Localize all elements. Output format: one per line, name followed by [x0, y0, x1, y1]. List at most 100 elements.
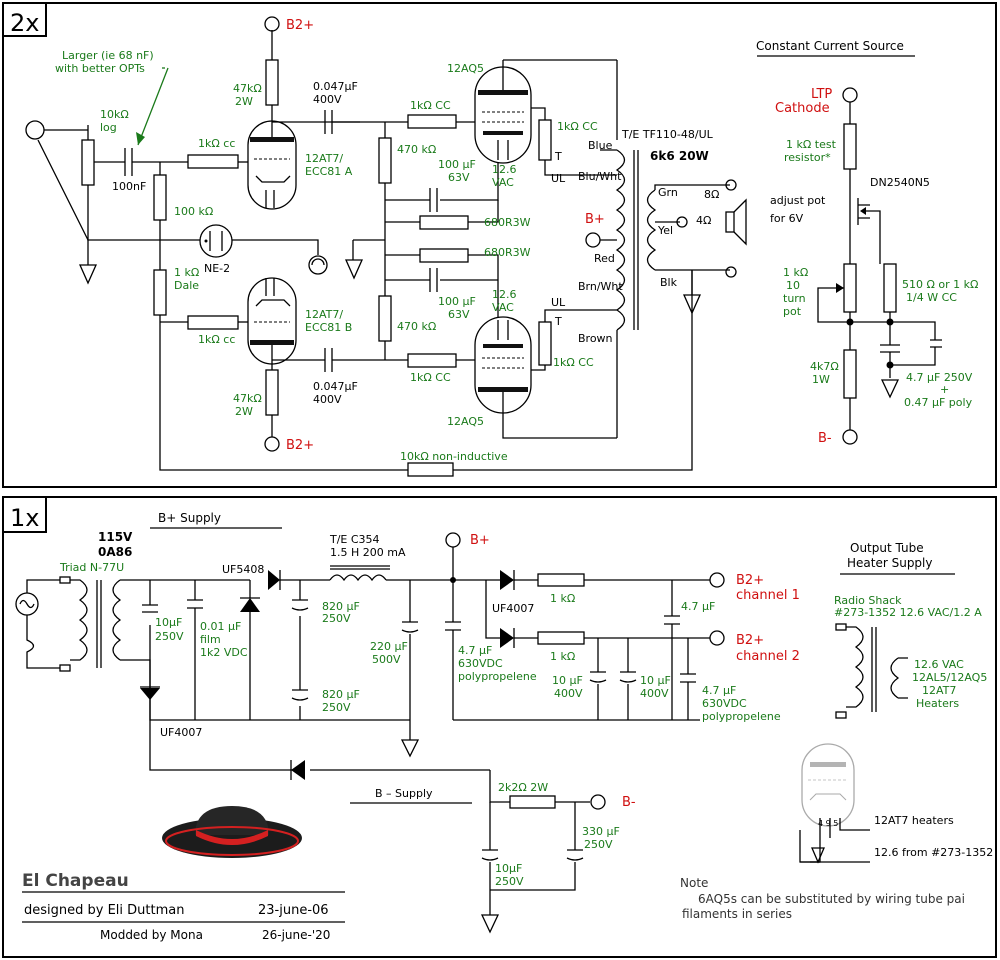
c820a-cap — [291, 599, 309, 611]
heater-tubes: 12AL5/12AQ5 — [912, 671, 987, 684]
tap-8-ohm: 8Ω — [704, 188, 719, 201]
r4k7-watt: 1W — [812, 373, 830, 386]
heater-title-2: Heater Supply — [847, 556, 933, 570]
ccs-cap-2: 0.47 µF poly — [904, 396, 973, 409]
c47a-cap — [445, 580, 461, 720]
c820b-value: 820 µF — [322, 688, 360, 701]
out-tube-top-vac1: 12.6 — [492, 163, 517, 176]
output-transformer-icon — [615, 60, 657, 438]
wire-yel: Yel — [657, 224, 673, 237]
c47b-label: 4.7 µF — [681, 600, 715, 613]
wire-brown: Brown — [578, 332, 613, 345]
c10-value: 10µF — [155, 616, 182, 629]
r4k7-value: 4k7Ω — [810, 360, 839, 373]
resistor-dale-value: 1 kΩ — [174, 266, 199, 279]
opt-note-line2: with better OPTs — [55, 62, 145, 75]
psu-bminus-terminal — [590, 794, 606, 810]
b2-top-label: B2+ — [286, 18, 314, 33]
r1k-ch2-label: 1 kΩ — [550, 650, 575, 663]
tube-12at7-b — [247, 277, 297, 365]
ground-icon — [344, 259, 364, 280]
tube-a-type2: ECC81 A — [305, 165, 353, 178]
mosfet-icon — [843, 195, 883, 264]
resistor-dale — [153, 269, 167, 316]
grid-resistor-a — [187, 154, 239, 169]
ccs-pot-3: turn — [783, 292, 806, 305]
ltp-terminal — [842, 87, 858, 103]
plate-resistor-b-watt: 2W — [235, 405, 253, 418]
r2k2-label: 2k2Ω 2W — [498, 781, 548, 794]
tag-2x: 2x — [3, 2, 47, 37]
note-title: Note — [680, 876, 708, 890]
wire-blue: Blue — [588, 139, 613, 152]
resistor-100k — [153, 174, 167, 221]
neon-lamp-icon — [199, 224, 233, 258]
ac-source-icon — [15, 579, 60, 669]
plate-resistor-b-value: 47kΩ — [233, 392, 262, 405]
plate-resistor-a-value: 47kΩ — [233, 82, 262, 95]
ccs-cap — [880, 344, 900, 353]
psu-bminus-label: B- — [622, 795, 636, 810]
cathode-resistor-top-label: 680R3W — [484, 216, 531, 229]
radio-shack-label: Radio Shack — [834, 594, 902, 607]
hat-logo — [162, 806, 302, 858]
b2-bottom-label: B2+ — [286, 438, 314, 453]
test-resistor-note: resistor* — [784, 151, 831, 164]
amplifier-section: 10kΩ log 100nF Larger (ie 68 nF) with be… — [25, 16, 747, 477]
c220-value: 220 µF — [370, 640, 408, 653]
coupling-cap-bottom — [324, 348, 333, 372]
diode-rect-icon — [240, 598, 260, 612]
diode-uf5408-icon — [268, 570, 281, 590]
ground-icon — [400, 739, 420, 758]
at7-heater-source: 12.6 from #273-1352 — [874, 846, 993, 859]
ground-icon — [880, 379, 900, 399]
modder-label: Modded by Mona — [100, 928, 203, 942]
c10e-value: 10µF — [495, 862, 522, 875]
triad-label: Triad N-77U — [59, 561, 124, 574]
b2-ch2-label: B2+ — [736, 633, 764, 648]
plate-resistor-a — [265, 59, 279, 106]
heater-title-1: Output Tube — [850, 541, 924, 555]
project-title: El Chapeau — [22, 871, 129, 891]
c10e-volt: 250V — [495, 875, 524, 888]
wire-grn: Grn — [658, 186, 678, 199]
ul-tap-bottom: UL — [551, 296, 566, 309]
b2-bottom-terminal — [264, 436, 280, 452]
c820b-volt: 250V — [322, 701, 351, 714]
heater-tube-icon — [801, 743, 855, 827]
heater-section: Output Tube Heater Supply Radio Shack #2… — [799, 541, 993, 864]
b2-ch1-channel: channel 1 — [736, 588, 800, 603]
uf4007-b-label: UF4007 — [160, 726, 202, 739]
out-tube-bottom-vac2: VAC — [492, 301, 514, 314]
power-transformer-icon — [59, 576, 122, 672]
c10e-cap — [481, 802, 499, 915]
amp-panel — [2, 2, 997, 488]
note-line-2: filaments in series — [682, 907, 792, 921]
ul-t-top: T — [554, 150, 562, 163]
pot-value-label: 10kΩ — [100, 108, 129, 121]
bplus-psu-terminal — [445, 532, 461, 548]
c820a-value: 820 µF — [322, 600, 360, 613]
plate-resistor-b — [265, 369, 279, 416]
tap-4-ohm: 4Ω — [696, 214, 711, 227]
test-resistor — [843, 123, 857, 170]
ground-icon — [78, 264, 98, 285]
b2-ch2-terminal — [709, 630, 725, 646]
choke-icon — [329, 565, 390, 582]
test-resistor-label: 1 kΩ test — [786, 138, 837, 151]
ul-resistor-bottom — [538, 321, 552, 366]
ccs-pot-2: 10 — [786, 279, 800, 292]
tube-b-type: 12AT7/ — [305, 308, 343, 321]
design-date: 23-june-06 — [258, 903, 329, 918]
coupling-cap-top-volt: 400V — [313, 93, 342, 106]
c47c-value: 4.7 µF — [702, 684, 736, 697]
opt-note-line1: Larger (ie 68 nF) — [62, 49, 154, 62]
cathode-cap-bottom-volt: 63V — [448, 308, 470, 321]
plate-resistor-a-watt: 2W — [235, 95, 253, 108]
c10c-value: 10 µF — [552, 674, 583, 687]
c10-cap — [142, 604, 158, 613]
heater-label: Heaters — [916, 697, 959, 710]
film-cap-type: film — [200, 633, 221, 646]
c10c-volt: 400V — [554, 687, 583, 700]
